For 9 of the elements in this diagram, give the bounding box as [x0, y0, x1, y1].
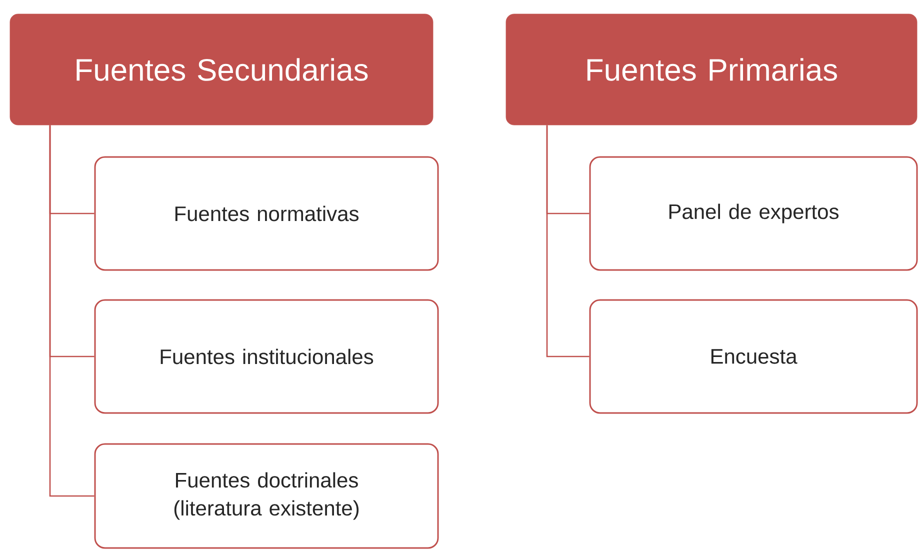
text-box: Panel de expertos [589, 156, 918, 271]
text-box: Fuentes normativas [94, 156, 439, 271]
text-box: Encuesta [589, 299, 918, 414]
header-box: Fuentes Secundarias [10, 14, 434, 126]
text-box: Fuentes institucionales [94, 299, 439, 414]
connector-line [49, 125, 94, 497]
header-box: Fuentes Primarias [506, 14, 918, 126]
connector-line [546, 125, 590, 358]
text-box: Fuentes doctrinales (literatura existente) [94, 443, 439, 549]
